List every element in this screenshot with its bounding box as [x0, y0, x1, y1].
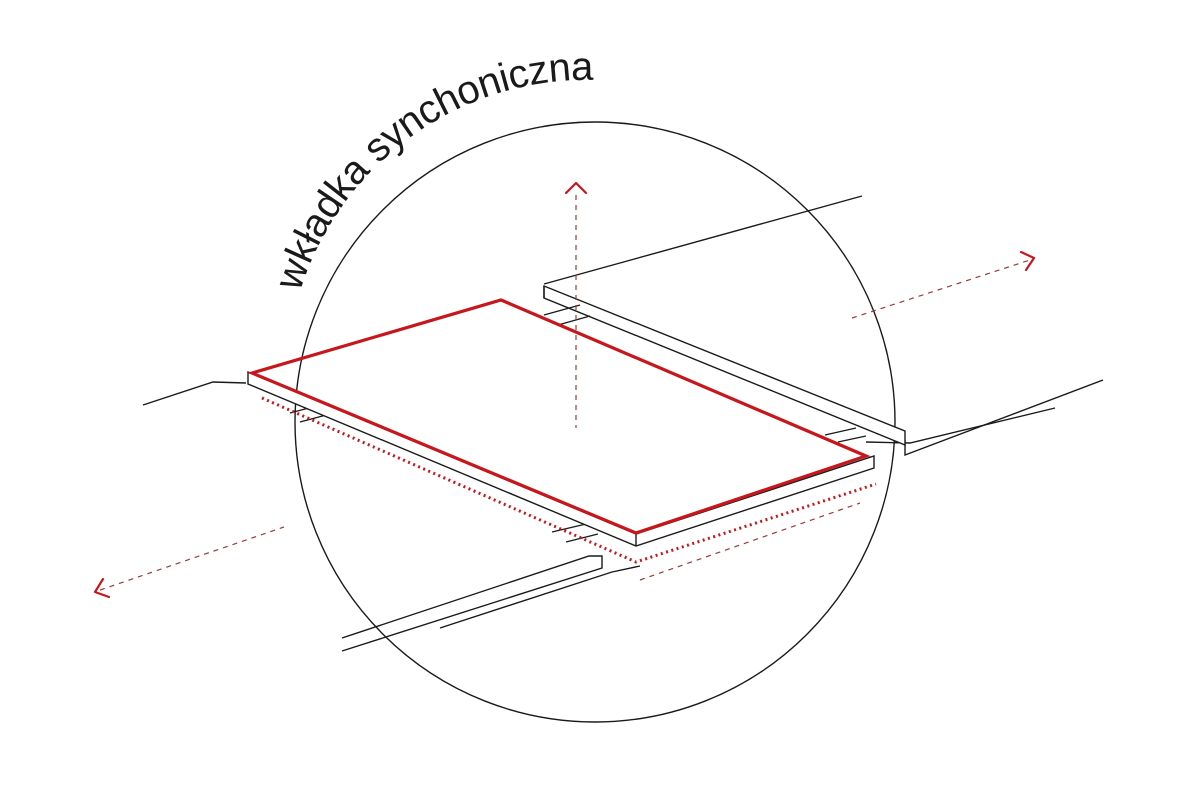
support-line-8 [565, 533, 599, 543]
insert-footprint-dotted [261, 396, 877, 564]
right-motion-line [851, 259, 1031, 319]
left-motion-line [99, 526, 285, 591]
bottom-rail-outer [341, 555, 603, 652]
support-line-4 [837, 435, 867, 443]
diagram-title-path: wkładka synchoniczna [266, 45, 595, 296]
back-slab-top-line [543, 195, 863, 285]
diagram-title: wkładka synchoniczna [266, 45, 594, 296]
bottom-rail-inner [439, 565, 641, 629]
right-terrace-inner-line [865, 407, 1056, 444]
left-terrace-outline [142, 381, 247, 406]
back-slab-edge [543, 284, 906, 447]
insert-slab-side [247, 370, 875, 547]
right-terrace-outline [904, 379, 1104, 457]
arrow-right-icon [1019, 250, 1036, 272]
support-line-2 [557, 315, 591, 326]
front-guide-line [639, 502, 861, 581]
insert-slab-top [247, 298, 871, 535]
arrow-left-icon [93, 577, 111, 599]
support-line-7 [551, 523, 587, 533]
outer-circle [294, 121, 896, 723]
support-line-3 [824, 427, 857, 436]
support-line-1 [543, 304, 581, 316]
arrow-up-icon [564, 181, 588, 195]
